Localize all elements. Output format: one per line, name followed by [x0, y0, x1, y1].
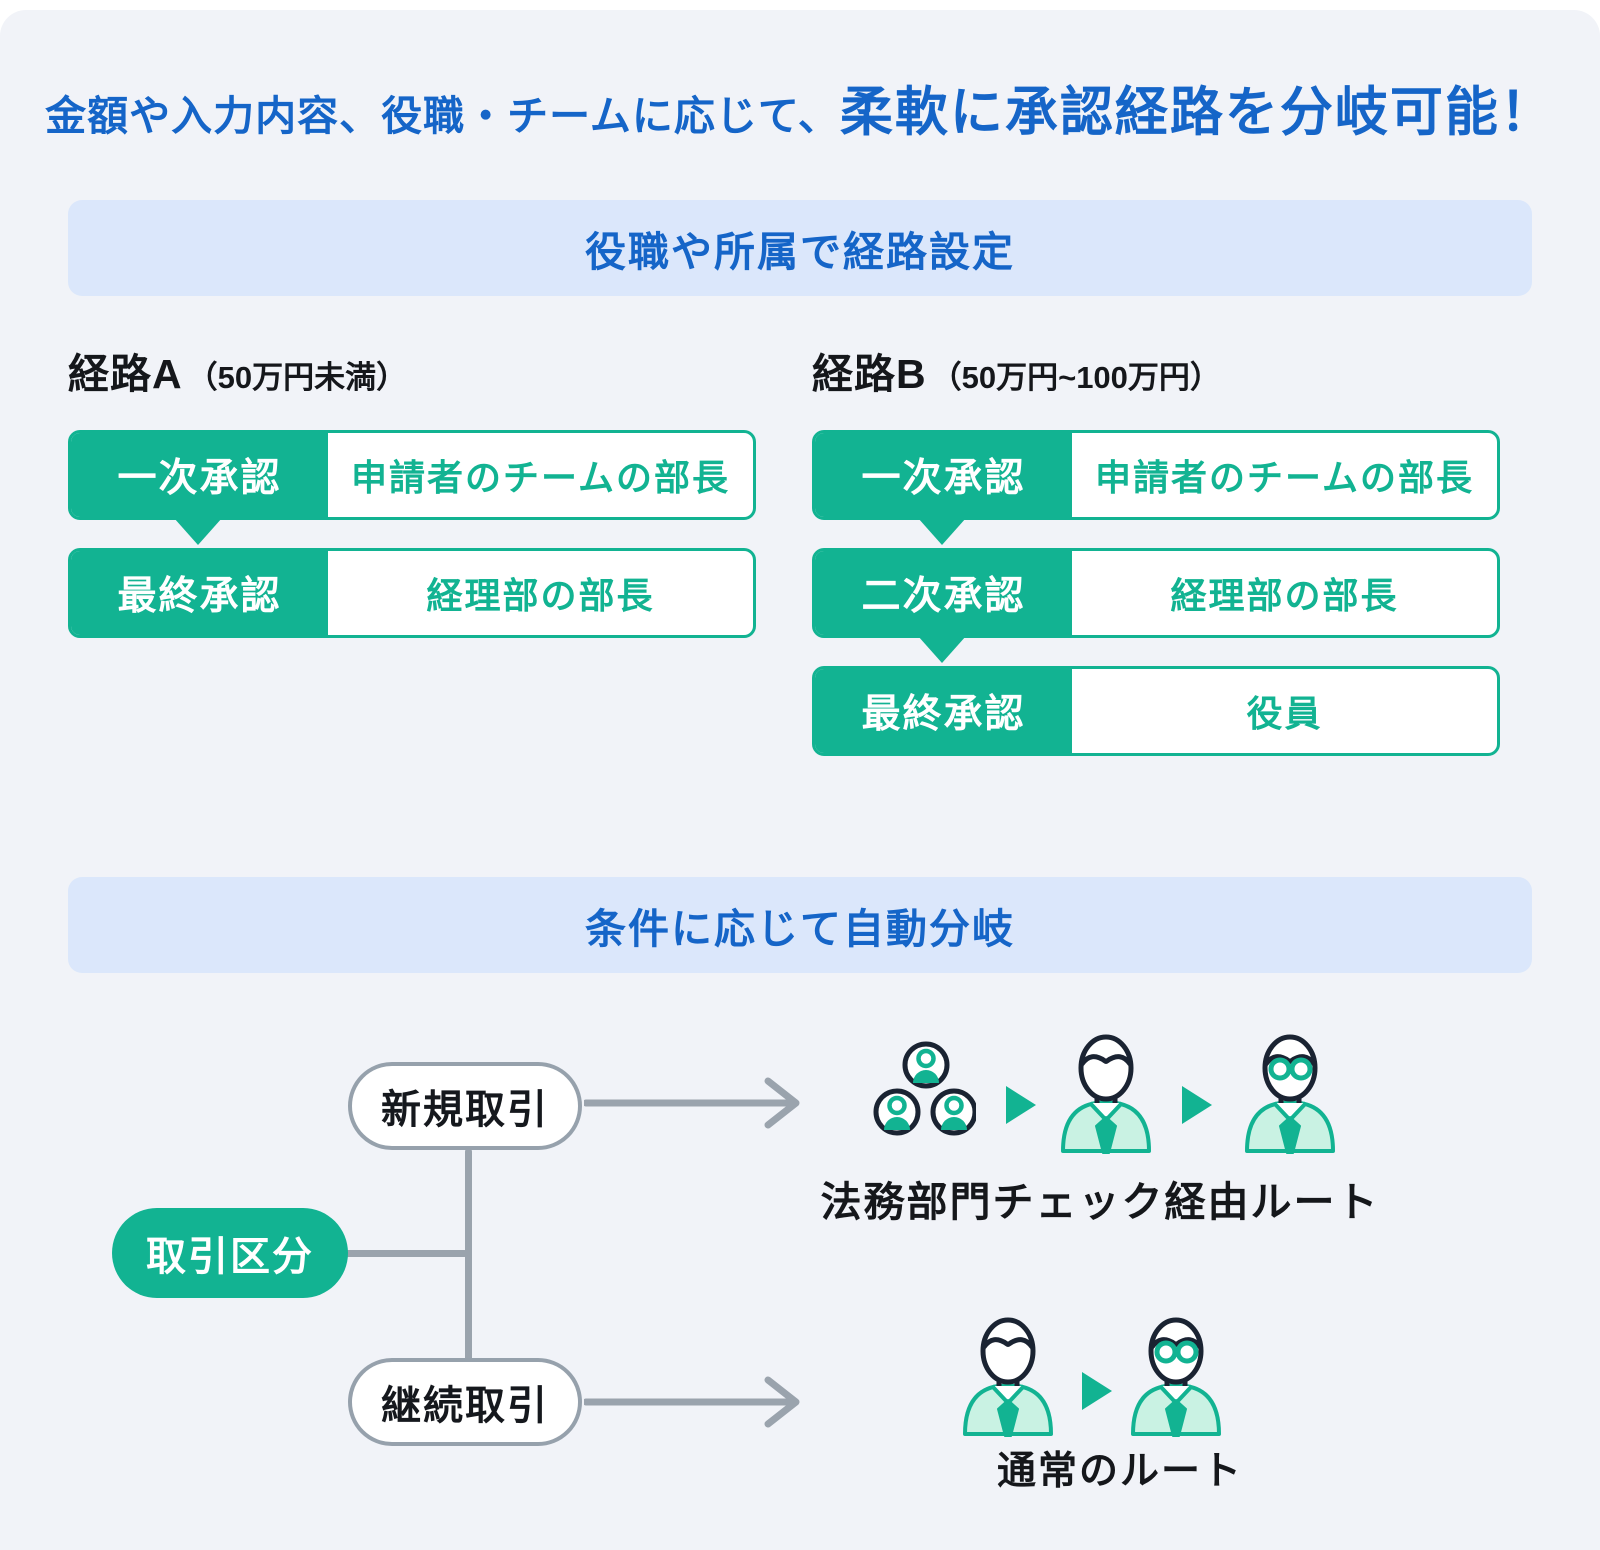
arrow-right-icon — [584, 1376, 800, 1428]
glasses-person-icon — [1126, 1315, 1226, 1437]
arrow-right-icon — [584, 1077, 800, 1129]
glasses-person-icon — [1240, 1032, 1340, 1154]
down-pointer-icon — [918, 518, 966, 545]
branch-vertical-connector — [465, 1148, 472, 1364]
section-band-auto-branch: 条件に応じて自動分岐 — [68, 877, 1532, 973]
play-icon — [1006, 1086, 1036, 1124]
section2-heading: 条件に応じて自動分岐 — [585, 906, 1015, 952]
down-pointer-icon — [174, 518, 222, 545]
step-approver: 経理部の部長 — [1170, 575, 1399, 616]
page-title-strong: 柔軟に承認経路を分岐可能！ — [839, 83, 1555, 142]
step-label: 一次承認 — [71, 433, 328, 517]
step-approver: 申請者のチームの部長 — [1095, 457, 1474, 498]
step-label: 一次承認 — [815, 433, 1072, 517]
route-b-heading: 経路B （50万円~100万円） — [812, 340, 1221, 400]
route-a-heading: 経路A （50万円未満） — [68, 340, 407, 400]
route-a-step-2: 最終承認 経理部の部長 — [68, 548, 756, 638]
route-a-column: 経路A （50万円未満） 一次承認 申請者のチームの部長 最終承認 経理部の部長 — [68, 340, 756, 780]
branch-route-label-legal: 法務部門チェック経由ルート — [820, 1179, 1380, 1225]
step-label: 最終承認 — [71, 551, 328, 635]
branch-pill-new-deal: 新規取引 — [348, 1062, 582, 1150]
route-b-column: 経路B （50万円~100万円） 一次承認 申請者のチームの部長 二次承認 経理… — [812, 340, 1500, 780]
step-approver: 経理部の部長 — [426, 575, 655, 616]
route-b-step-1: 一次承認 申請者のチームの部長 — [812, 430, 1500, 520]
branch-route-label-normal: 通常のルート — [996, 1450, 1243, 1493]
route-b-step-2: 二次承認 経理部の部長 — [812, 548, 1500, 638]
branch-horizontal-connector — [344, 1250, 468, 1257]
page-title-regular: 金額や入力内容、役職・チームに応じて、 — [45, 93, 840, 139]
section-band-route-setting: 役職や所属で経路設定 — [68, 200, 1532, 296]
branch-pill-continuous-deal: 継続取引 — [348, 1358, 582, 1446]
root-pill-deal-category: 取引区分 — [112, 1208, 348, 1298]
route-a-condition: （50万円未満） — [186, 360, 408, 395]
route-b-condition: （50万円~100万円） — [930, 360, 1221, 395]
manager-person-icon — [1056, 1032, 1156, 1154]
manager-person-icon — [958, 1315, 1058, 1437]
page-title: 金額や入力内容、役職・チームに応じて、 柔軟に承認経路を分岐可能！ — [0, 70, 1600, 142]
down-pointer-icon — [918, 636, 966, 663]
step-approver: 申請者のチームの部長 — [351, 457, 730, 498]
step-approver: 役員 — [1246, 693, 1323, 734]
step-label: 二次承認 — [815, 551, 1072, 635]
route-a-step-1: 一次承認 申請者のチームの部長 — [68, 430, 756, 520]
route-a-name: 経路A — [68, 351, 183, 397]
route-b-name: 経路B — [812, 351, 927, 397]
step-label: 最終承認 — [815, 669, 1072, 753]
play-icon — [1082, 1372, 1112, 1410]
route-b-step-3: 最終承認 役員 — [812, 666, 1500, 756]
people-group-icon — [852, 1038, 976, 1138]
play-icon — [1182, 1086, 1212, 1124]
section1-heading: 役職や所属で経路設定 — [585, 229, 1015, 275]
